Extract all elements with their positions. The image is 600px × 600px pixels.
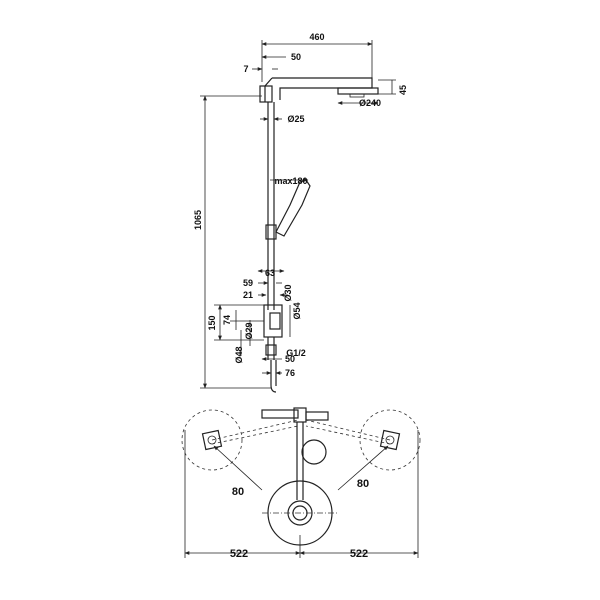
label-522-right: 522 <box>350 548 368 560</box>
right-arm-path2 <box>305 425 391 445</box>
radius-left-line <box>213 445 263 491</box>
label-21: 21 <box>243 290 253 300</box>
label-522-left: 522 <box>230 548 248 560</box>
overhead-shower-head <box>337 87 379 95</box>
label-54: Ø54 <box>292 302 302 319</box>
label-25: Ø25 <box>287 114 304 124</box>
dimension-labels: 460 50 7 45 Ø240 Ø25 max180 1065 63 59 2… <box>193 32 408 560</box>
mixer-knob <box>269 312 281 330</box>
label-radius-left: 80 <box>232 486 244 498</box>
mixer-body <box>263 304 283 338</box>
bath-spout <box>270 360 277 393</box>
head-joint <box>349 93 365 98</box>
label-59: 59 <box>243 278 253 288</box>
radius-right-line <box>337 445 389 491</box>
lower-connector <box>265 344 277 356</box>
label-max180: max180 <box>274 176 307 186</box>
top-arm-plan <box>261 409 299 419</box>
label-74: 74 <box>222 315 232 325</box>
label-48: Ø48 <box>234 346 244 363</box>
label-50: 50 <box>291 52 301 62</box>
side-view <box>200 40 396 393</box>
plan-view <box>181 407 421 558</box>
label-radius-right: 80 <box>357 478 369 490</box>
label-76: 76 <box>285 368 295 378</box>
dial-circle <box>301 439 327 465</box>
right-arm-path <box>305 419 391 441</box>
label-240: Ø240 <box>359 98 381 108</box>
arm-right-plan <box>305 411 329 421</box>
label-29: Ø29 <box>244 322 254 339</box>
left-arm-path2 <box>211 425 299 445</box>
label-7: 7 <box>243 64 248 74</box>
right-swing-circle <box>359 409 421 471</box>
upper-mount <box>259 85 273 103</box>
label-g12: G1/2 <box>286 348 306 358</box>
label-63: 63 <box>265 268 275 278</box>
label-460: 460 <box>309 32 324 42</box>
left-swing-circle <box>181 409 243 471</box>
label-50b: 50 <box>285 354 295 364</box>
label-30: Ø30 <box>283 284 293 301</box>
arm-elbow <box>264 77 273 102</box>
left-arm-path <box>211 419 299 441</box>
label-1065: 1065 <box>193 210 203 230</box>
label-150: 150 <box>207 315 217 330</box>
handshower <box>275 179 311 237</box>
label-45: 45 <box>398 85 408 95</box>
